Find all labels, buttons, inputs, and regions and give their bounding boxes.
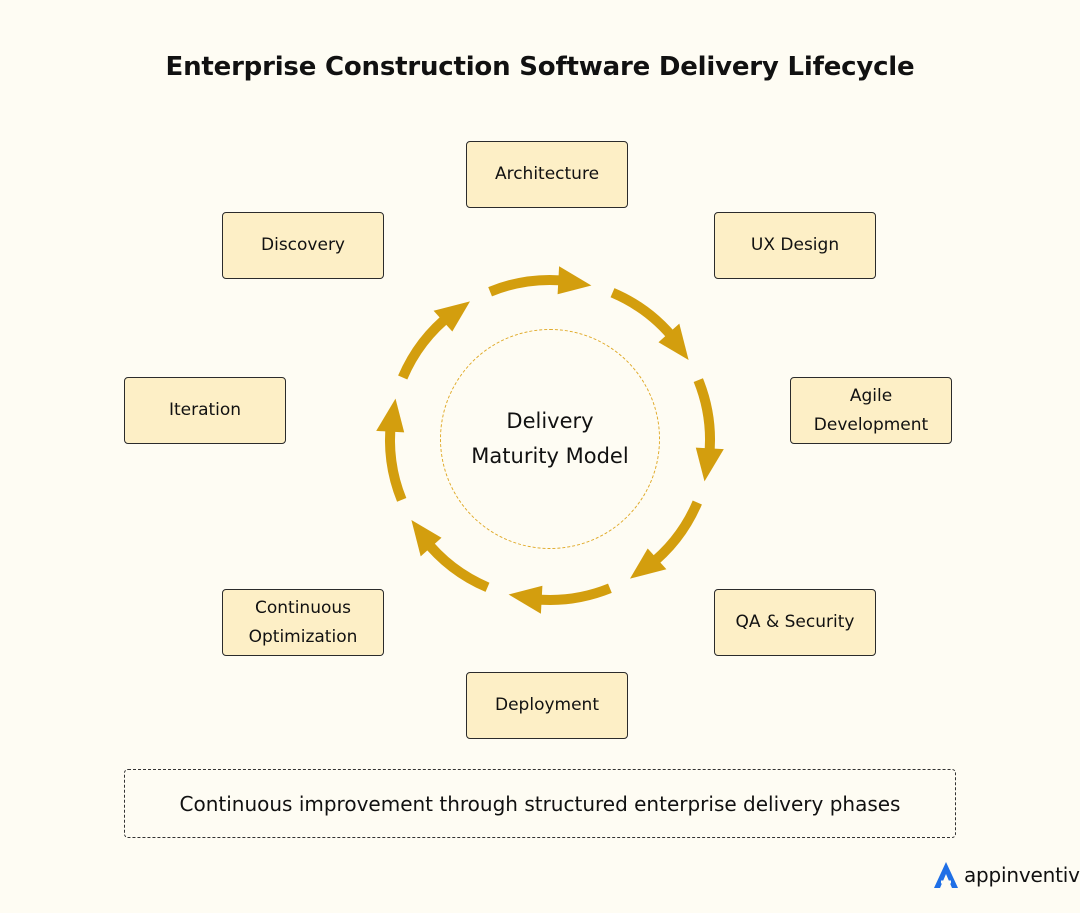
cycle-arrow-arc <box>693 378 715 461</box>
phase-continuous-optimization: Continuous Optimization <box>222 589 384 656</box>
cycle-arrow-arc <box>645 500 702 571</box>
cycle-arrowhead <box>695 447 724 482</box>
phase-qa-security: QA & Security <box>714 589 876 656</box>
phase-architecture: Architecture <box>466 141 628 208</box>
cycle-arrow-arc <box>529 583 612 605</box>
cycle-arrow-arc <box>610 288 681 345</box>
phase-agile-development: Agile Development <box>790 377 952 444</box>
cycle-arrow-arc <box>488 275 571 297</box>
phase-deployment: Deployment <box>466 672 628 739</box>
center-circle-label: Delivery Maturity Model <box>440 329 660 549</box>
appinventiv-logo-icon <box>934 862 958 888</box>
brand-logo: appinventiv <box>932 858 1080 892</box>
cycle-arrowhead <box>508 585 543 614</box>
diagram-title: Enterprise Construction Software Deliver… <box>165 52 915 82</box>
cycle-arrowhead <box>557 266 592 295</box>
cycle-arrowhead <box>433 301 470 332</box>
cycle-arrowhead <box>411 520 442 557</box>
cycle-arrowhead <box>658 323 689 360</box>
footer-caption: Continuous improvement through structure… <box>124 769 956 838</box>
brand-name: appinventiv <box>964 863 1080 887</box>
cycle-arrowhead <box>376 398 405 433</box>
cycle-arrow-arc <box>385 419 407 502</box>
phase-discovery: Discovery <box>222 212 384 279</box>
cycle-arrowhead <box>630 548 667 579</box>
cycle-arrow-arc <box>398 309 455 380</box>
phase-iteration: Iteration <box>124 377 286 444</box>
cycle-arrow-arc <box>419 535 490 592</box>
phase-ux-design: UX Design <box>714 212 876 279</box>
